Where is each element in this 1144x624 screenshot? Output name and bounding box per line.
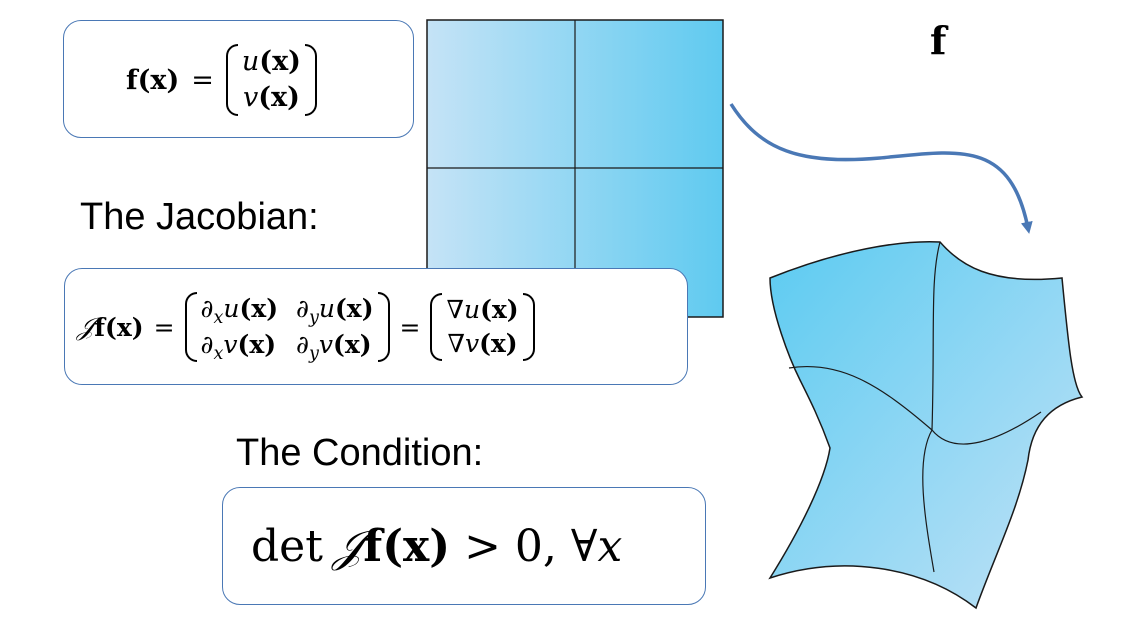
condition-box: det 𝒥 f (x) > 0, ∀ x	[222, 487, 706, 605]
jacobian-J: 𝒥	[77, 312, 95, 341]
condition-rest: > 0, ∀	[464, 520, 598, 572]
deformed-line-bottom	[922, 429, 935, 573]
source-grid	[426, 19, 724, 318]
condition-formula: det 𝒥 f (x) > 0, ∀ x	[251, 506, 622, 586]
jacobian-arg: (x)	[105, 312, 144, 342]
entry-grad-v: ∇v(x)	[447, 329, 518, 358]
entry-dxv: ∂xv(x)	[200, 330, 277, 365]
def-f: f	[126, 64, 138, 96]
jacobian-equals-1: =	[153, 312, 175, 342]
entry-dyv: ∂yv(x)	[296, 330, 372, 365]
definition-box: f (x) = u(x) v(x)	[63, 20, 414, 138]
deformed-line-middle	[788, 366, 1042, 445]
entry-dyu: ∂yu(x)	[296, 294, 374, 329]
jacobian-equals-2: =	[399, 312, 421, 342]
jacobian-f: f	[94, 312, 106, 342]
condition-var: x	[597, 520, 623, 572]
def-u: u	[241, 45, 260, 77]
condition-arg: (x)	[382, 520, 451, 572]
def-u-row: u(x)	[242, 44, 301, 80]
condition-heading: The Condition:	[236, 432, 484, 474]
def-v: v	[242, 82, 259, 113]
deformed-line-top	[931, 241, 941, 431]
mapping-arrow	[729, 103, 1033, 234]
definition-formula: f (x) = u(x) v(x)	[126, 35, 317, 125]
jacobian-box: 𝒥 f (x) = ∂xu(x) ∂yu(x) ∂xv(x) ∂yv(x) = …	[64, 268, 688, 385]
entry-grad-u: ∇u(x)	[446, 295, 519, 325]
condition-J: 𝒥	[332, 520, 364, 572]
jacobian-formula: 𝒥 f (x) = ∂xu(x) ∂yu(x) ∂xv(x) ∂yv(x) = …	[77, 281, 535, 373]
condition-f: f	[363, 520, 383, 572]
def-arg: (x)	[137, 64, 180, 96]
function-label: f	[930, 18, 947, 63]
def-vector: u(x) v(x)	[226, 44, 317, 117]
def-u-arg: (x)	[259, 45, 301, 77]
def-v-row: v(x)	[243, 80, 300, 116]
entry-dxu: ∂xu(x)	[200, 294, 279, 329]
deformed-grid	[768, 241, 1084, 610]
gradient-vector: ∇u(x) ∇v(x)	[430, 293, 534, 361]
def-v-arg: (x)	[258, 82, 300, 113]
jacobian-matrix: ∂xu(x) ∂yu(x) ∂xv(x) ∂yv(x)	[185, 292, 390, 365]
jacobian-heading: The Jacobian:	[80, 196, 319, 238]
def-equals: =	[191, 64, 214, 96]
condition-det: det	[251, 520, 323, 572]
